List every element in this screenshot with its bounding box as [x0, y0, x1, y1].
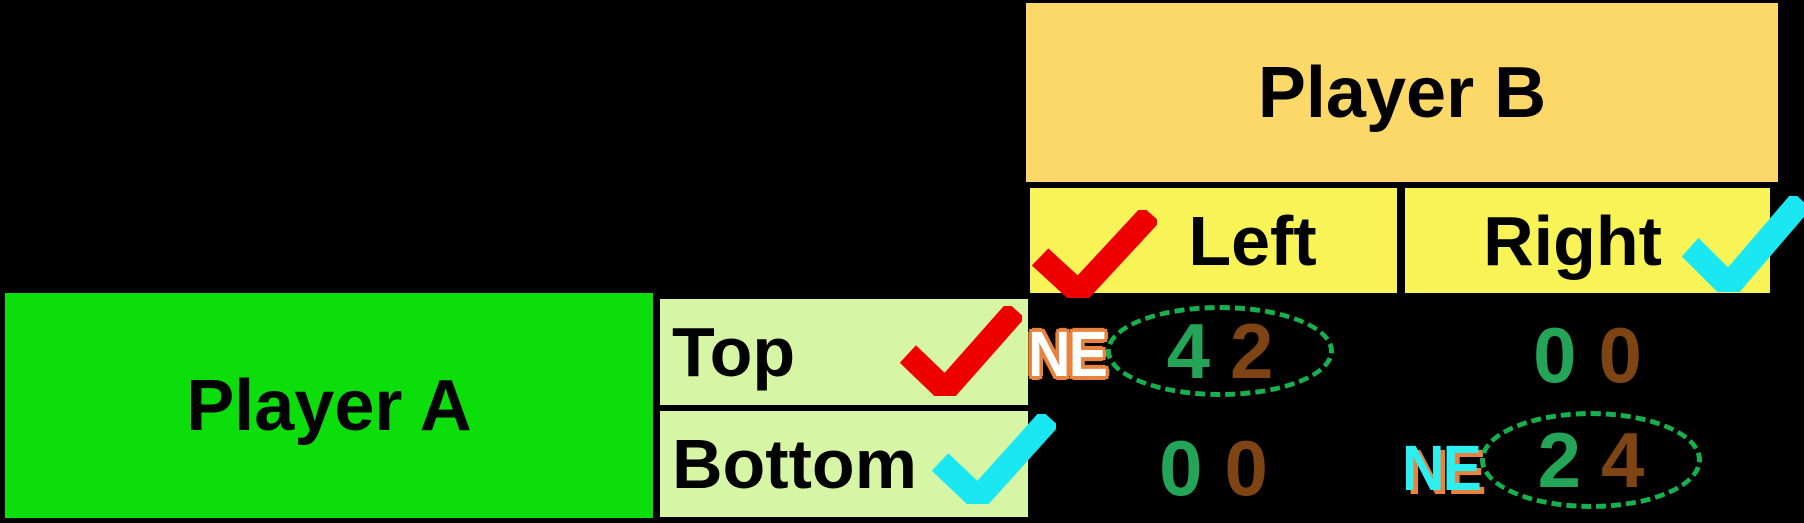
payoff-b-bottom-right: 4 [1601, 416, 1645, 504]
player-b-label: Player B [1257, 52, 1547, 133]
row-header-bottom: Bottom [660, 411, 1028, 517]
col-left-label: Left [1188, 201, 1317, 280]
player-a-label: Player A [186, 365, 472, 446]
payoff-pair-top-right: 0 0 [1405, 316, 1770, 394]
player-a-header: Player A [5, 293, 653, 518]
cyan-checkmark-icon [932, 414, 1056, 504]
payoff-b-bottom-left: 0 [1224, 424, 1268, 512]
col-right-label: Right [1483, 201, 1662, 280]
row-header-top: Top [660, 299, 1028, 405]
nash-ellipse-top-left: 4 2 [1106, 305, 1334, 397]
payoff-a-top-left: 4 [1166, 307, 1210, 395]
payoff-b-top-left: 2 [1230, 307, 1274, 395]
red-checkmark-icon [900, 306, 1022, 396]
payoff-a-top-right: 0 [1533, 311, 1577, 399]
nash-ellipse-bottom-right: 2 4 [1480, 411, 1702, 509]
payoff-a-bottom-right: 2 [1537, 416, 1581, 504]
nash-equilibrium-label-top-left: NE [1028, 318, 1108, 390]
payoff-a-bottom-left: 0 [1159, 424, 1203, 512]
payoff-pair-bottom-left: 0 0 [1030, 429, 1397, 507]
row-top-label: Top [672, 313, 796, 391]
player-b-header: Player B [1026, 3, 1778, 182]
red-checkmark-icon [1032, 210, 1157, 298]
cyan-checkmark-icon [1682, 196, 1804, 292]
payoff-b-top-right: 0 [1598, 311, 1642, 399]
nash-equilibrium-label-bottom-right: NE [1402, 432, 1482, 504]
row-bottom-label: Bottom [672, 425, 917, 503]
